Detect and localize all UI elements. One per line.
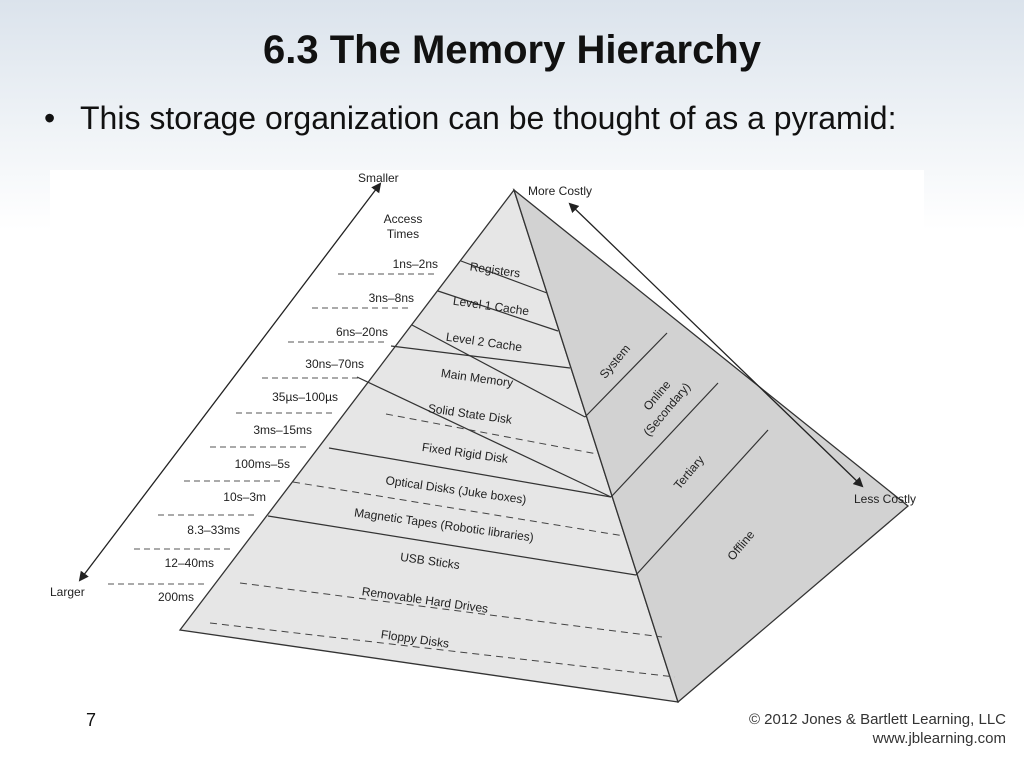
more-costly-label: More Costly: [528, 184, 592, 198]
level-label-registers: Registers: [469, 260, 521, 281]
access-time-labels: 1ns–2ns 3ns–8ns 6ns–20ns 30ns–70ns 35µs–…: [158, 257, 438, 604]
access-time-label: 8.3–33ms: [187, 523, 240, 537]
smaller-label: Smaller: [358, 171, 399, 185]
access-time-label: 35µs–100µs: [272, 390, 338, 404]
cost-axis-arrow: [568, 202, 864, 488]
access-times-heading-2: Times: [387, 227, 419, 241]
bullet-text: This storage organization can be thought…: [80, 100, 897, 136]
page-number: 7: [86, 710, 97, 730]
access-time-label: 3ms–15ms: [253, 423, 312, 437]
copyright-line: © 2012 Jones & Bartlett Learning, LLC: [748, 711, 1006, 728]
copyright-notice: © 2012 Jones & Bartlett Learning, LLC ww…: [749, 710, 1006, 748]
access-time-label: 200ms: [158, 590, 194, 604]
access-times-heading: Access: [384, 212, 423, 226]
access-time-label: 12–40ms: [165, 556, 214, 570]
level-dividers: [267, 260, 637, 576]
slide-title: 6.3 The Memory Hierarchy: [263, 28, 761, 72]
access-time-label: 30ns–70ns: [305, 357, 364, 371]
access-time-label: 10s–3m: [223, 490, 266, 504]
access-time-label: 3ns–8ns: [369, 291, 414, 305]
pyramid-svg: Smaller Larger More Costly Less Costly A…: [50, 171, 916, 704]
bullet-icon: •: [44, 100, 56, 136]
less-costly-label: Less Costly: [854, 492, 916, 506]
access-time-label: 1ns–2ns: [393, 257, 438, 271]
size-axis-arrow: [78, 182, 382, 582]
website-line: www.jblearning.com: [872, 730, 1006, 747]
memory-pyramid-diagram: Smaller Larger More Costly Less Costly A…: [50, 170, 924, 710]
access-time-label: 100ms–5s: [235, 457, 290, 471]
larger-label: Larger: [50, 585, 85, 599]
access-time-label: 6ns–20ns: [336, 325, 388, 339]
dashed-dividers: [209, 413, 676, 678]
bullet-point: • This storage organization can be though…: [44, 100, 896, 137]
